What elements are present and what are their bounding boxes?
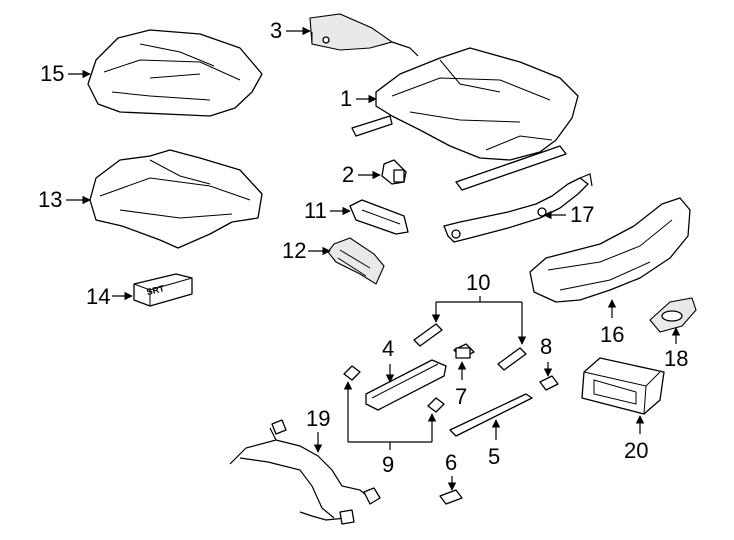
callout-12-number: 12 [282,238,306,263]
part-18-switch-bezel[interactable] [649,297,697,333]
part-1-seat-frame[interactable] [351,47,579,191]
part-9-end-caps[interactable] [343,365,445,413]
callout-11-number: 11 [304,198,327,223]
part-15-seat-cushion-cover[interactable] [87,29,263,117]
callout-6: 6 [445,450,457,491]
callout-4-number: 4 [382,336,394,361]
callout-10: 10 [431,270,527,345]
callout-14-number: 14 [86,284,110,309]
part-7-clip[interactable] [453,343,475,359]
callout-19: 19 [306,406,330,453]
part-5-lower-rail[interactable] [449,393,533,437]
part-14-marking: SRT [145,283,165,297]
callout-12: 12 [282,238,331,263]
callout-3-number: 3 [270,18,282,43]
part-3-bracket[interactable] [309,13,419,57]
callout-7-number: 7 [455,384,467,409]
part-12-cover[interactable] [327,237,385,285]
callout-3: 3 [270,18,311,43]
callout-2-number: 2 [342,162,354,187]
callout-13-number: 13 [38,187,62,212]
part-8-cap[interactable] [539,375,559,391]
part-2-clip[interactable] [381,159,407,185]
part-14-label-block[interactable]: SRT [133,273,193,307]
callout-15: 15 [40,61,91,86]
callout-13: 13 [38,187,91,212]
callout-17-number: 17 [570,202,594,227]
callout-17: 17 [543,202,594,227]
part-19-wiring-harness[interactable] [229,419,381,525]
part-4-track-rail[interactable] [365,359,447,411]
part-11-bracket[interactable] [349,199,409,235]
callout-2: 2 [342,162,381,187]
part-17-adjuster-link[interactable] [443,173,593,243]
callout-6-number: 6 [445,450,457,475]
part-6-cap[interactable] [439,489,463,505]
callout-8: 8 [540,334,552,377]
callout-9: 9 [343,381,437,477]
callout-16: 16 [600,299,624,347]
callout-8-number: 8 [540,334,552,359]
part-16-side-shield[interactable] [529,197,691,303]
callout-11: 11 [304,198,351,223]
callout-9-number: 9 [382,452,394,477]
callout-4: 4 [382,336,394,383]
part-10-pins[interactable] [413,323,527,371]
callout-5-number: 5 [488,444,500,469]
callout-20-number: 20 [624,438,648,463]
callout-15-number: 15 [40,61,64,86]
callout-1-number: 1 [340,86,352,111]
callout-18-number: 18 [664,346,688,371]
callout-20: 20 [624,415,648,463]
callout-18: 18 [664,327,688,371]
callout-10-number: 10 [466,270,490,295]
callout-7: 7 [455,361,467,409]
callout-16-number: 16 [600,322,624,347]
part-13-seat-cushion-pad[interactable] [89,149,263,249]
callout-19-number: 19 [306,406,330,431]
callout-5: 5 [488,419,500,469]
callout-1: 1 [340,86,377,111]
part-20-control-module[interactable] [581,357,665,415]
callout-14: 14 [86,284,133,309]
